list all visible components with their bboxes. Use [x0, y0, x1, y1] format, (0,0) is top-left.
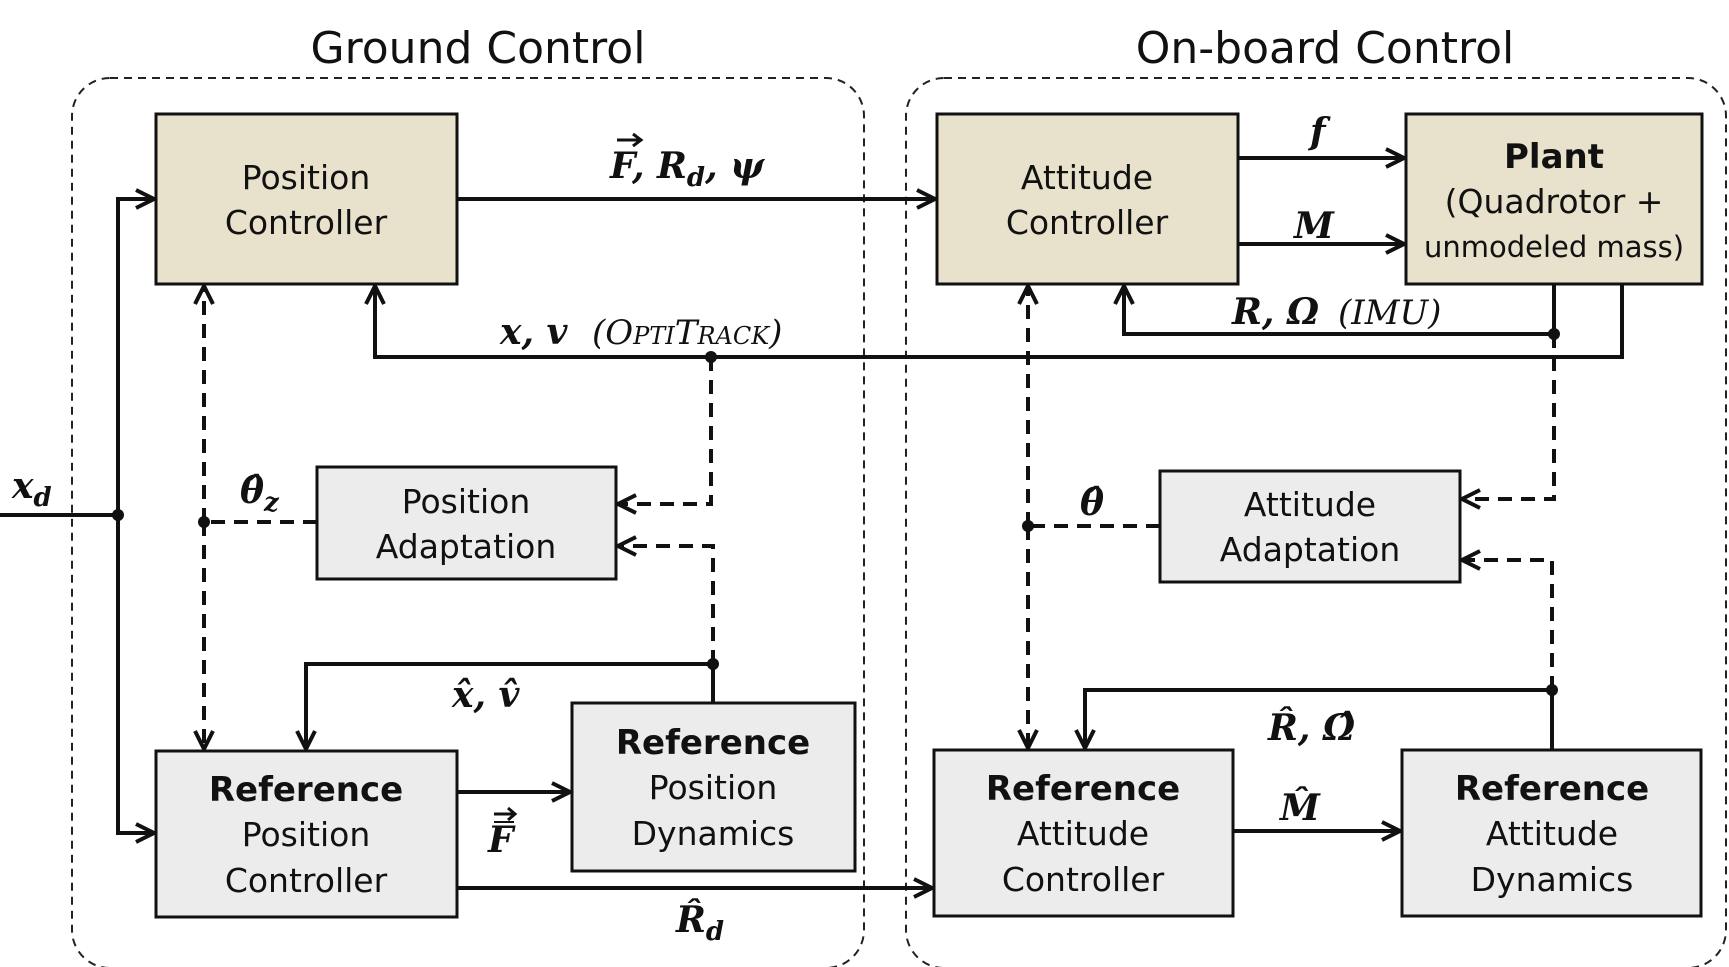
rhat-omegahat-feedback-line [1085, 688, 1554, 750]
mhat-label: M̂ [1278, 787, 1321, 829]
position-controller-label-2: Controller [225, 203, 388, 242]
imu-feedback-line [1124, 284, 1556, 336]
position-controller-label-1: Position [242, 158, 371, 197]
ref-attitude-dynamics-bold: Reference [1455, 769, 1649, 809]
svg-text:x, v: x, v [499, 311, 569, 353]
ref-attitude-controller-block [932, 748, 1235, 918]
xhat-vhat-feedback-line [306, 662, 715, 749]
xd-junction [112, 509, 124, 521]
ref-position-dynamics-block [570, 701, 857, 873]
ref-attitude-dynamics-label-1: Attitude [1486, 814, 1618, 853]
rhat-d-label: R̂d [675, 898, 724, 947]
plant-block [1404, 112, 1704, 286]
position-controller-block [154, 112, 459, 286]
onboard-control-group [905, 77, 1727, 967]
plant-label-bold: Plant [1504, 137, 1604, 177]
ref-position-dynamics-bold: Reference [616, 723, 810, 763]
ref-position-controller-bold: Reference [209, 770, 403, 810]
imu-label: R, Ω (IMU) [1231, 291, 1441, 333]
rhat-to-attitude-adaptation [1462, 560, 1554, 690]
optitrack-feedback-line [375, 284, 1624, 359]
xd-to-ref-position-controller [116, 515, 154, 833]
fhat-label: F [487, 806, 518, 861]
f-label: f [1307, 111, 1331, 153]
ref-attitude-dynamics-label-2: Dynamics [1471, 860, 1634, 899]
xd-label: xd [11, 465, 52, 513]
xhat-vhat-label: x̂, v̂ [451, 674, 521, 716]
attitude-controller-label-1: Attitude [1021, 158, 1153, 197]
ref-attitude-controller-label-2: Controller [1002, 860, 1165, 899]
ground-control-group [71, 77, 865, 967]
optitrack-label: x, v (OptiTrack) [499, 311, 782, 353]
position-adaptation-label-1: Position [402, 482, 531, 521]
attitude-adaptation-label-1: Attitude [1244, 485, 1376, 524]
svg-text:F: F [487, 819, 516, 861]
ref-attitude-controller-bold: Reference [986, 769, 1180, 809]
optitrack-to-position-adaptation [618, 357, 713, 504]
svg-text:F, Rd, ψ: F, Rd, ψ [609, 145, 765, 193]
imu-to-attitude-adaptation [1462, 334, 1556, 499]
position-adaptation-block [315, 465, 618, 581]
force-cmd-label: F, Rd, ψ [609, 132, 765, 193]
xhat-to-position-adaptation [618, 546, 715, 664]
attitude-adaptation-label-2: Adaptation [1220, 530, 1401, 569]
theta-label: θ̂ [1080, 482, 1104, 524]
ref-position-controller-label-2: Controller [225, 861, 388, 900]
ref-position-dynamics-label-1: Position [649, 768, 778, 807]
plant-label-1: (Quadrotor + [1445, 182, 1664, 221]
xd-to-position-controller [116, 199, 154, 515]
ref-attitude-controller-label-1: Attitude [1017, 814, 1149, 853]
svg-text:(OptiTrack): (OptiTrack) [592, 313, 782, 353]
position-adaptation-label-2: Adaptation [376, 527, 557, 566]
svg-text:(IMU): (IMU) [1338, 293, 1441, 333]
m-label: M [1292, 205, 1335, 247]
plant-label-2: unmodeled mass) [1424, 230, 1684, 264]
attitude-controller-block [935, 112, 1240, 286]
ref-position-controller-label-1: Position [242, 815, 371, 854]
ref-attitude-dynamics-block [1400, 748, 1703, 918]
svg-text:R, Ω: R, Ω [1231, 291, 1319, 333]
ref-position-controller-block [154, 749, 459, 919]
ref-position-dynamics-label-2: Dynamics [632, 814, 795, 853]
theta-junction [1022, 520, 1034, 532]
rhat-omegahat-label: R̂, Ω̂ [1267, 706, 1355, 749]
theta-z-junction [198, 516, 210, 528]
ground-control-title: Ground Control [311, 23, 646, 74]
attitude-controller-label-2: Controller [1006, 203, 1169, 242]
theta-z-label: θ̂z [240, 470, 280, 518]
onboard-control-title: On-board Control [1136, 23, 1515, 74]
